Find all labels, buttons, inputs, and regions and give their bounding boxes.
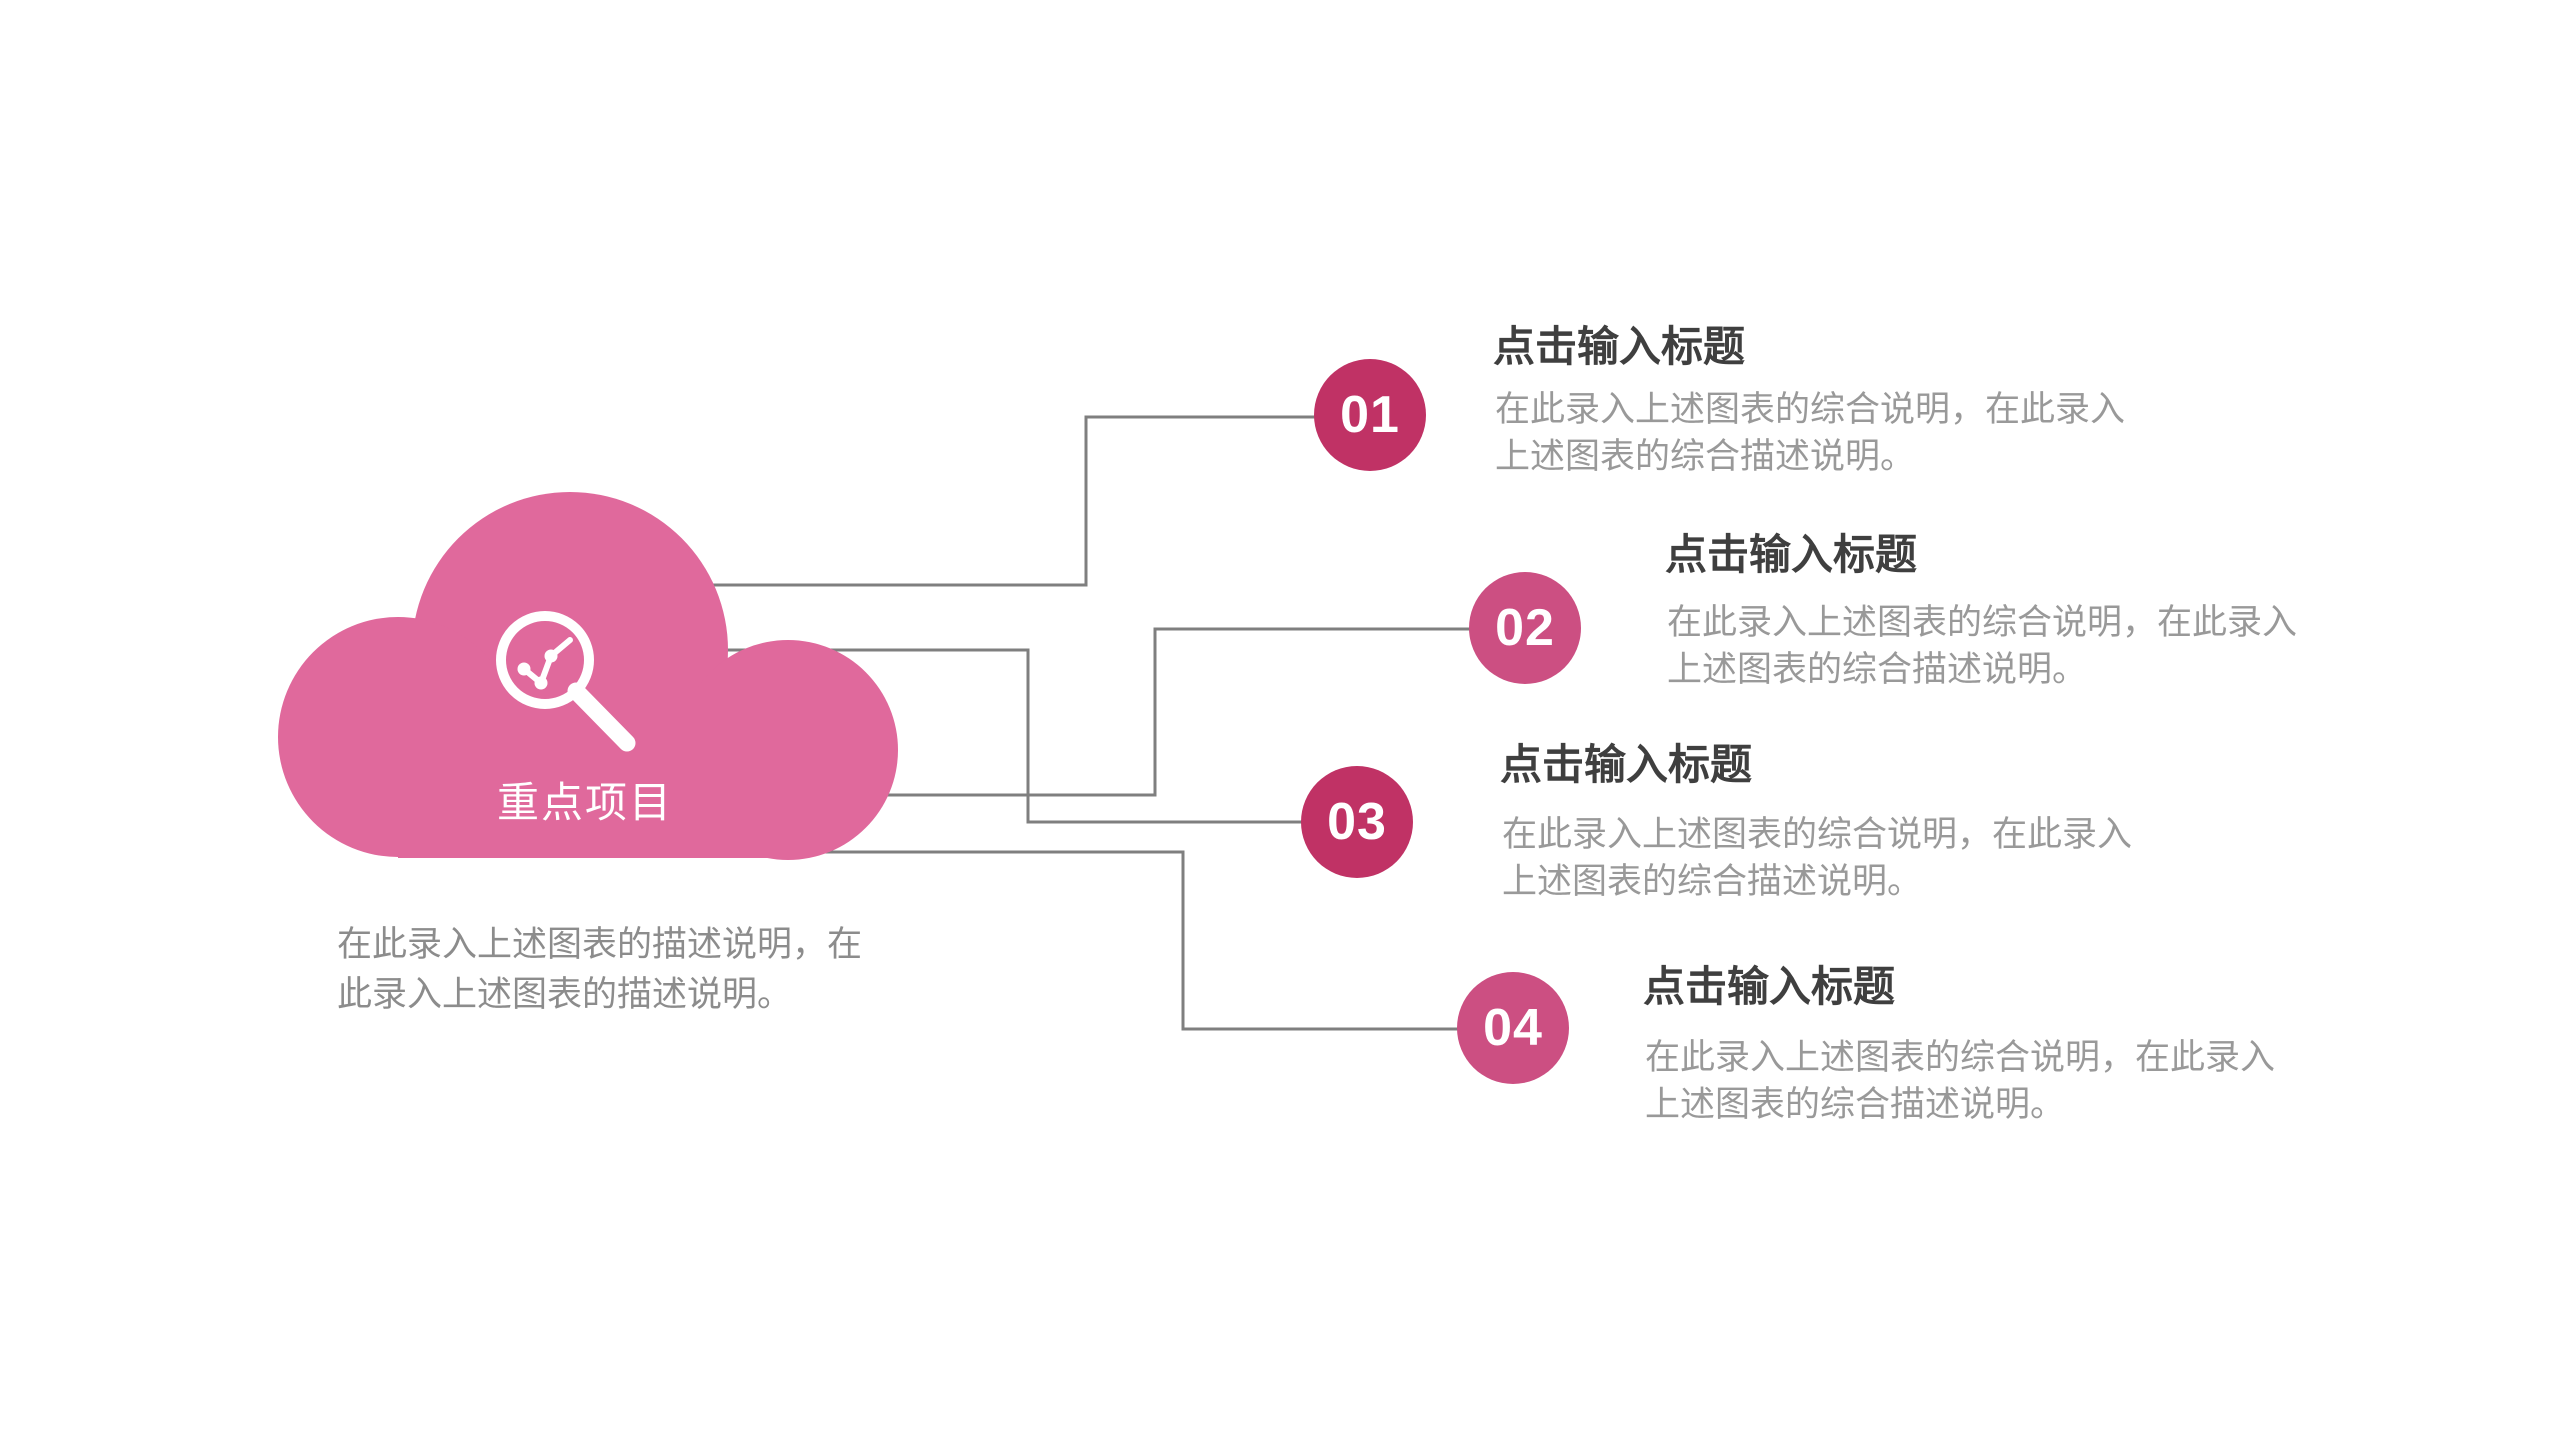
step-circle-04[interactable]: 04 bbox=[1457, 972, 1569, 1084]
magnifier-trend-icon bbox=[496, 611, 636, 752]
step-number-04: 04 bbox=[1483, 999, 1543, 1057]
connector-line-3 bbox=[720, 648, 1302, 824]
item-description-04-line1: 在此录入上述图表的综合说明，在此录入 bbox=[1645, 1038, 2276, 1077]
item-description-03-line2: 上述图表的综合描述说明。 bbox=[1502, 862, 1923, 901]
connector-line-1 bbox=[700, 415, 1315, 587]
item-description-01-line1: 在此录入上述图表的综合说明，在此录入 bbox=[1495, 390, 2126, 429]
item-description-01[interactable]: 在此录入上述图表的综合说明，在此录入 上述图表的综合描述说明。 bbox=[1495, 386, 2125, 480]
item-description-04[interactable]: 在此录入上述图表的综合说明，在此录入 上述图表的综合描述说明。 bbox=[1645, 1034, 2275, 1128]
item-description-03-line1: 在此录入上述图表的综合说明，在此录入 bbox=[1502, 815, 2133, 854]
item-title-02[interactable]: 点击输入标题 bbox=[1665, 531, 1918, 578]
item-description-02-line1: 在此录入上述图表的综合说明，在此录入 bbox=[1667, 603, 2298, 642]
item-title-01[interactable]: 点击输入标题 bbox=[1493, 323, 1746, 370]
cloud-description-line1: 在此录入上述图表的描述说明，在 bbox=[337, 925, 863, 964]
step-circle-01[interactable]: 01 bbox=[1314, 359, 1426, 471]
cloud-description[interactable]: 在此录入上述图表的描述说明，在 此录入上述图表的描述说明。 bbox=[337, 920, 897, 1020]
step-circle-02[interactable]: 02 bbox=[1469, 572, 1581, 684]
cloud-title[interactable]: 重点项目 bbox=[496, 779, 673, 826]
item-description-02-line2: 上述图表的综合描述说明。 bbox=[1667, 650, 2088, 689]
item-title-03[interactable]: 点击输入标题 bbox=[1500, 741, 1753, 788]
item-description-04-line2: 上述图表的综合描述说明。 bbox=[1645, 1085, 2066, 1124]
item-description-03[interactable]: 在此录入上述图表的综合说明，在此录入 上述图表的综合描述说明。 bbox=[1502, 811, 2132, 905]
connector-line-4 bbox=[760, 850, 1458, 1031]
step-circle-03[interactable]: 03 bbox=[1301, 766, 1413, 878]
item-description-02[interactable]: 在此录入上述图表的综合说明，在此录入 上述图表的综合描述说明。 bbox=[1667, 599, 2297, 693]
connector-line-2 bbox=[850, 627, 1470, 797]
step-number-02: 02 bbox=[1495, 599, 1555, 657]
step-number-01: 01 bbox=[1340, 386, 1400, 444]
item-description-01-line2: 上述图表的综合描述说明。 bbox=[1495, 437, 1916, 476]
step-number-03: 03 bbox=[1327, 793, 1387, 851]
cloud-description-line2: 此录入上述图表的描述说明。 bbox=[337, 975, 793, 1014]
item-title-04[interactable]: 点击输入标题 bbox=[1643, 963, 1896, 1010]
